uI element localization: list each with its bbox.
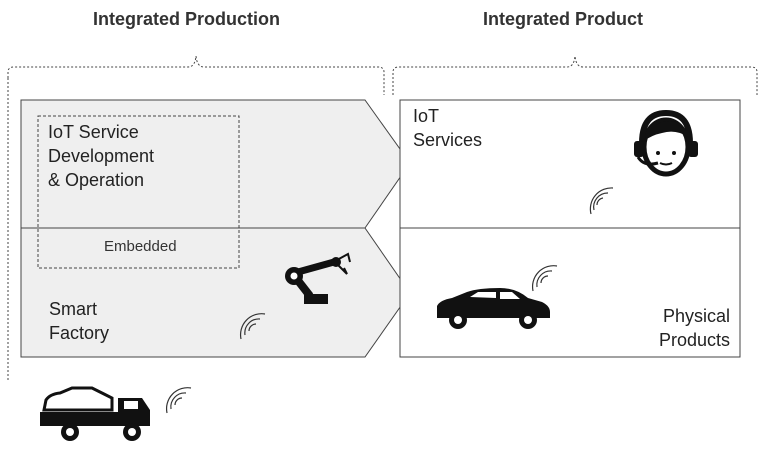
iot-service-development-label: IoT Service Development & Operation	[48, 122, 155, 190]
production-brace	[7, 55, 385, 95]
iot-services-label: IoT Services	[413, 106, 483, 150]
product-brace	[392, 55, 758, 95]
smart-factory-label: Smart Factory	[49, 299, 110, 343]
physical-products-label: Physical Products	[658, 306, 730, 350]
wireless-signal-icon	[531, 265, 558, 292]
car-icon	[437, 288, 550, 329]
embedded-label: Embedded	[104, 238, 177, 255]
robot-arm-icon	[285, 252, 351, 304]
wireless-signal-icon	[165, 387, 192, 414]
truck-car-carrier-icon	[40, 386, 150, 441]
integrated-production-header: Integrated Production	[93, 9, 281, 29]
embedded-dashed-box	[37, 115, 240, 269]
wireless-signal-icon	[589, 187, 614, 215]
wireless-signal-icon	[239, 313, 266, 340]
headset-person-icon	[634, 109, 698, 177]
integrated-product-header: Integrated Product	[483, 9, 644, 29]
